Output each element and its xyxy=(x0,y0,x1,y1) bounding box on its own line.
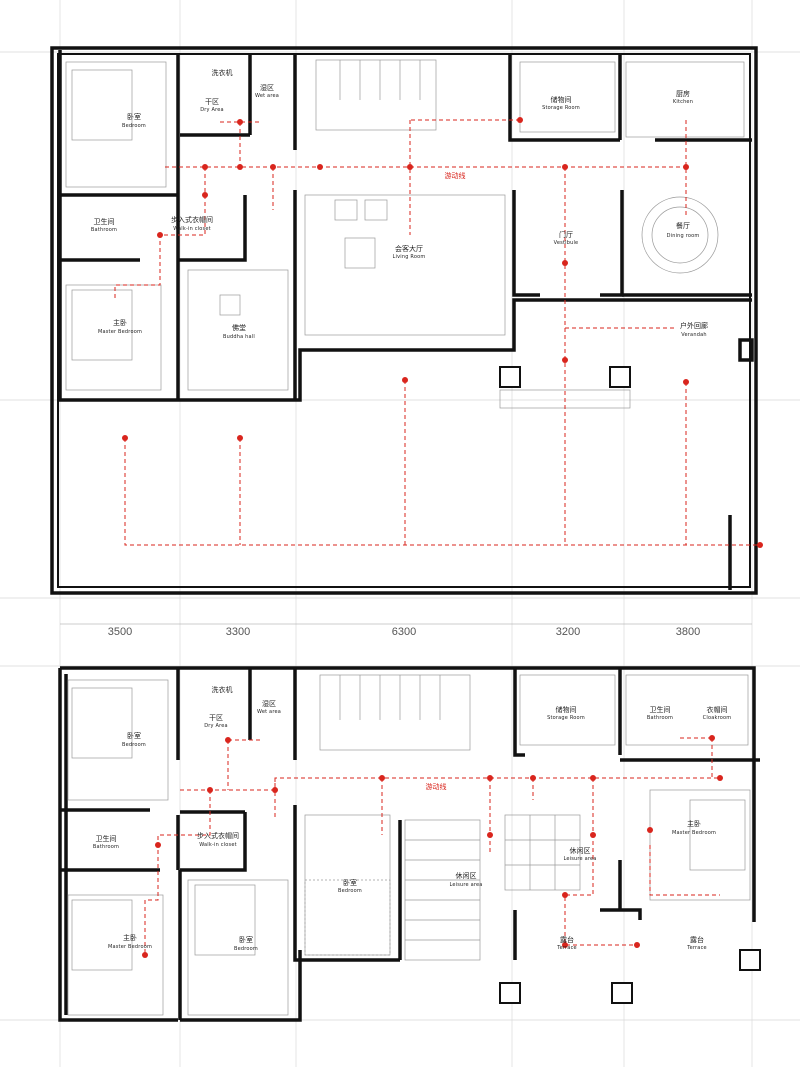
upper-route-label: 游动线 xyxy=(426,782,447,791)
dimension-3800: 3800 xyxy=(676,626,700,638)
room-label-leisure-b: 休闲区 xyxy=(570,846,591,855)
ground-floor-route xyxy=(114,117,763,548)
room-label-dry-area-en: Dry Area xyxy=(200,107,224,113)
room-label-kitchen-en: Kitchen xyxy=(673,99,693,105)
room-label-master-en: Master Bedroom xyxy=(98,329,142,335)
dimension-3200: 3200 xyxy=(556,626,580,638)
room-label-bedroom-a-en: Bedroom xyxy=(122,742,146,748)
room-label-wet-area-u-en: Wet area xyxy=(257,709,281,715)
room-label-dry-area-u-en: Dry Area xyxy=(204,723,228,729)
room-label-wet-area-en: Wet area xyxy=(255,93,279,99)
room-label-storage: 储物间 xyxy=(551,95,572,104)
room-label-dry-area: 干区 xyxy=(205,98,219,106)
room-label-bathroom-en: Bathroom xyxy=(91,227,117,233)
room-label-laundry: 洗衣机 xyxy=(212,68,233,77)
room-label-verandah-en: Verandah xyxy=(681,332,706,338)
room-label-cloakroom-en: Cloakroom xyxy=(703,715,732,721)
room-label-bedroom: 卧室 xyxy=(127,112,141,121)
ground-floor-walls xyxy=(50,46,758,595)
room-label-bedroom-b-en: Bedroom xyxy=(234,946,258,952)
room-label-verandah: 户外回廊 xyxy=(680,321,708,330)
room-label-bedroom-en: Bedroom xyxy=(122,123,146,129)
room-label-storage-u-en: Storage Room xyxy=(547,715,585,721)
room-label-living: 会客大厅 xyxy=(395,244,423,253)
room-label-dining: 餐厅 xyxy=(676,221,690,230)
room-label-walkin: 步入式衣帽间 xyxy=(171,215,213,224)
room-label-bedroom-mid-en: Bedroom xyxy=(338,888,362,894)
room-label-living-en: Living Room xyxy=(393,254,426,260)
room-label-master-r-en: Master Bedroom xyxy=(672,830,716,836)
room-label-vestibule-en: Vestibule xyxy=(554,240,579,246)
room-label-dry-area-u: 干区 xyxy=(209,714,223,722)
room-label-master: 主卧 xyxy=(113,318,127,327)
room-label-bathroom-r: 卫生间 xyxy=(650,705,671,714)
room-label-bedroom-a: 卧室 xyxy=(127,731,141,740)
room-label-terrace-b: 露台 xyxy=(690,935,704,944)
room-label-vestibule: 门厅 xyxy=(559,230,573,239)
room-label-buddha: 佛堂 xyxy=(232,323,246,332)
ground-floor-furniture xyxy=(65,59,745,409)
dimension-3500: 3500 xyxy=(108,626,132,638)
room-label-walkin-u: 步入式衣帽间 xyxy=(197,831,239,840)
upper-floor-walls xyxy=(58,666,761,1022)
room-label-storage-u: 储物间 xyxy=(556,705,577,714)
room-label-master-l: 主卧 xyxy=(123,933,137,942)
upper-floor-furniture xyxy=(67,674,751,1016)
room-label-leisure-a-en: Leisure area xyxy=(449,882,482,888)
room-label-walkin-u-en: Walk-in closet xyxy=(199,842,237,848)
dimension-6300: 6300 xyxy=(392,626,416,638)
upper-floor-labels: 卧室 Bedroom 洗衣机 干区 Dry Area 湿区 Wet area 储… xyxy=(93,685,731,952)
room-label-terrace-a-en: Terrace xyxy=(556,945,577,951)
dimension-row: 3500 3300 6300 3200 3800 xyxy=(60,623,752,638)
room-label-dining-en: Dining room xyxy=(667,233,700,239)
room-label-bathroom-r-en: Bathroom xyxy=(647,715,673,721)
room-label-bathroom-l-en: Bathroom xyxy=(93,844,119,850)
room-label-bedroom-b: 卧室 xyxy=(239,935,253,944)
room-label-wet-area-u: 湿区 xyxy=(262,699,276,708)
room-label-storage-en: Storage Room xyxy=(542,105,580,111)
room-label-terrace-b-en: Terrace xyxy=(686,945,707,951)
room-label-buddha-en: Buddha hall xyxy=(223,334,255,340)
ground-floor-labels: 卧室 Bedroom 洗衣机 干区 Dry Area 湿区 Wet area 储… xyxy=(91,68,708,340)
room-label-cloakroom: 衣帽间 xyxy=(707,705,728,714)
room-label-leisure-b-en: Leisure area xyxy=(563,856,596,862)
room-label-bathroom: 卫生间 xyxy=(94,217,115,226)
room-label-bedroom-mid: 卧室 xyxy=(343,878,357,887)
room-label-wet-area: 湿区 xyxy=(260,83,274,92)
room-label-laundry-u: 洗衣机 xyxy=(212,685,233,694)
room-label-kitchen: 厨房 xyxy=(676,89,690,98)
room-label-walkin-en: Walk-in closet xyxy=(173,226,211,232)
room-label-leisure-a: 休闲区 xyxy=(456,871,477,880)
room-label-master-r: 主卧 xyxy=(687,819,701,828)
room-label-terrace-a: 露台 xyxy=(560,935,574,944)
room-label-bathroom-l: 卫生间 xyxy=(96,834,117,843)
ground-route-label: 游动线 xyxy=(445,171,466,180)
dimension-3300: 3300 xyxy=(226,626,250,638)
upper-floor-route xyxy=(142,735,723,958)
room-label-master-l-en: Master Bedroom xyxy=(108,944,152,950)
